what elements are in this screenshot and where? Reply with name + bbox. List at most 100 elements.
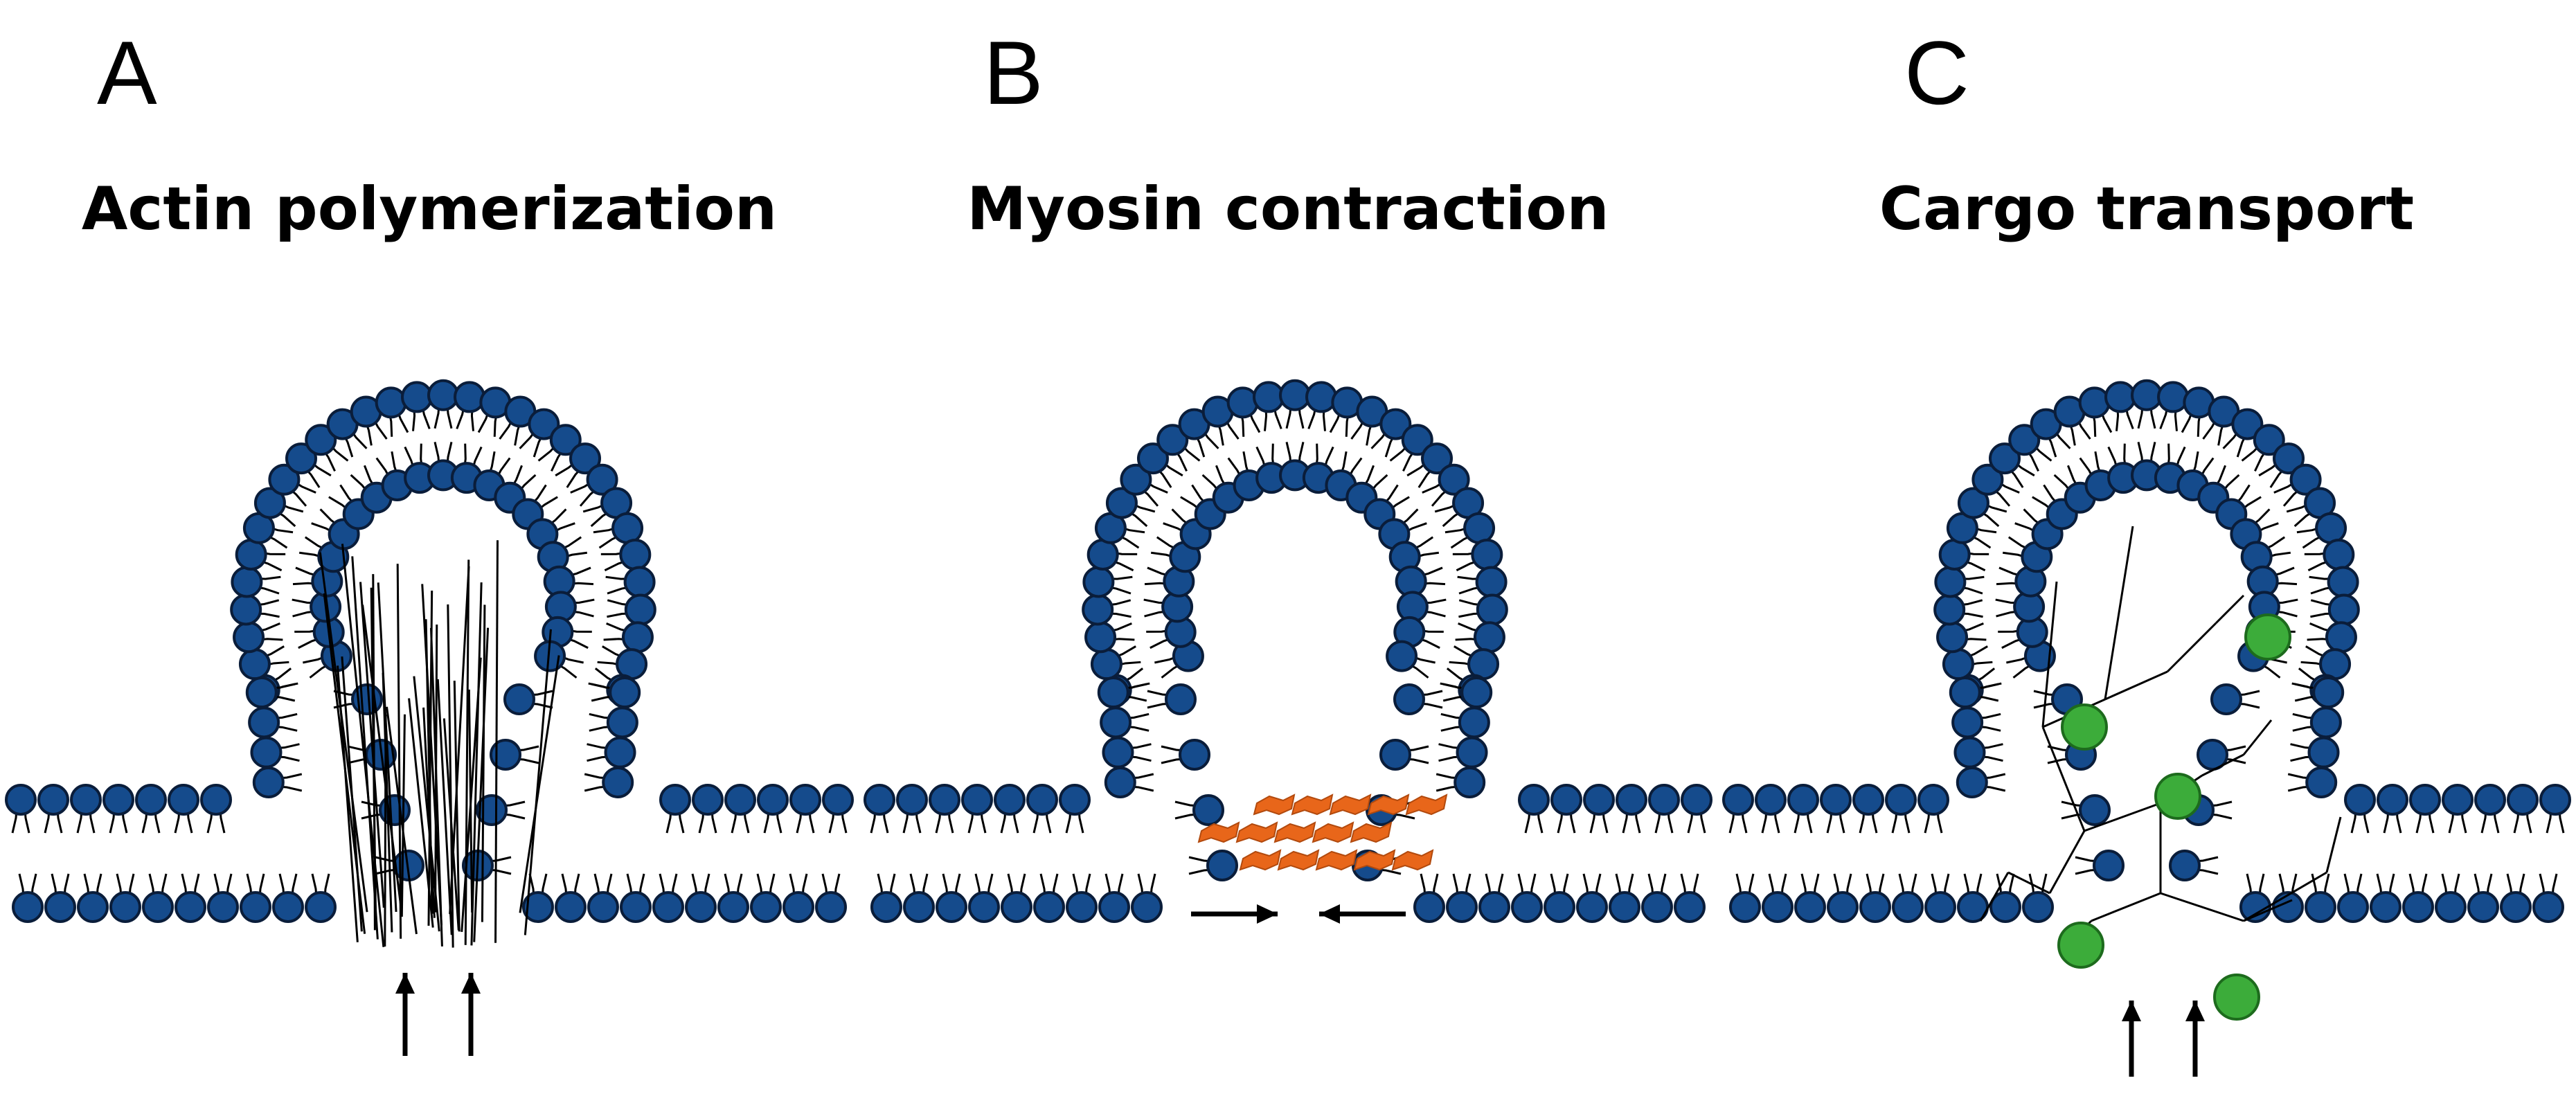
lipid-head	[12, 891, 44, 923]
lipid-head	[782, 891, 814, 923]
lipid-head	[2210, 683, 2242, 715]
lipid-head	[2325, 621, 2357, 654]
actin-branch	[2242, 719, 2273, 755]
actin-filament	[361, 604, 402, 909]
actin-branch	[2084, 802, 2161, 832]
actin-branch	[2041, 581, 2058, 728]
lipid-head	[1852, 784, 1884, 816]
cargo-transport-diagram	[1722, 379, 2571, 1077]
lipid-head	[1102, 736, 1134, 769]
arrow-head	[461, 973, 481, 994]
lipid-head	[1787, 784, 1819, 816]
lipid-head	[2467, 891, 2499, 923]
lipid-head	[1131, 891, 1163, 923]
myosin-filament	[1353, 849, 1396, 871]
lipid-head	[2327, 566, 2359, 598]
lipid-head	[1393, 683, 1425, 715]
lipid-head	[903, 891, 935, 923]
panel-title-actin: Actin polymerization	[81, 174, 778, 244]
lipid-head	[37, 784, 69, 816]
lipid-head	[1475, 566, 1508, 598]
lipid-head	[305, 424, 337, 456]
lipid-head	[1458, 706, 1490, 739]
lipid-head	[1755, 784, 1787, 816]
actin-filament	[386, 706, 418, 935]
actin-filament	[494, 540, 499, 943]
cargo-vesicle	[2244, 613, 2291, 661]
lipid-head	[231, 566, 263, 598]
lipid-head	[1090, 648, 1122, 681]
lipid-head	[1082, 593, 1114, 626]
lipid-head	[2539, 784, 2571, 816]
actin-filament	[467, 689, 474, 913]
lipid-head	[2500, 891, 2532, 923]
lipid-head	[248, 706, 280, 739]
actin-filament	[436, 679, 453, 935]
lipid-head	[240, 891, 271, 923]
lipid-head	[1305, 381, 1338, 413]
lipid-head	[109, 891, 141, 923]
lipid-head	[1136, 442, 1169, 475]
lipid-head	[1933, 593, 1966, 626]
actin-branch	[2048, 830, 2086, 894]
lipid-head	[2157, 381, 2190, 413]
lipid-head	[245, 676, 278, 708]
myosin-filament	[1329, 793, 1372, 816]
cargo-vesicles-icon	[2057, 613, 2291, 1021]
lipid-head	[1924, 891, 1956, 923]
lipid-head	[870, 891, 902, 923]
lipid-head	[1379, 739, 1411, 771]
cargo-vesicle	[2057, 922, 2104, 969]
lipid-head	[1460, 676, 1493, 708]
lipid-head	[1936, 621, 1969, 654]
lipid-head	[1729, 891, 1761, 923]
myosin-filament	[1315, 849, 1358, 871]
lipid-head	[1794, 891, 1826, 923]
actin-filament	[429, 627, 443, 947]
lipid-head	[490, 739, 521, 771]
lipid-head	[2327, 593, 2360, 626]
myosin-filament	[1291, 793, 1334, 816]
lipid-head	[2239, 891, 2271, 923]
lipid-head	[623, 566, 656, 598]
myosin-filament	[1197, 821, 1240, 843]
lipid-head	[619, 538, 652, 571]
lipid-head	[250, 736, 283, 769]
lipid-head	[238, 648, 271, 681]
actin-filament	[400, 714, 406, 917]
lipid-head	[1401, 424, 1433, 456]
lipid-head	[1001, 891, 1032, 923]
lipid-head	[685, 891, 717, 923]
lipid-head	[1192, 794, 1224, 826]
cargo-vesicle	[2061, 703, 2108, 751]
lipid-head	[1518, 784, 1550, 816]
lipid-head	[2305, 766, 2338, 798]
actin-branch	[2091, 892, 2161, 922]
lipid-head	[2307, 736, 2340, 769]
lipid-head	[253, 487, 286, 519]
actin-filament	[323, 593, 366, 934]
lipid-head	[2370, 891, 2401, 923]
push-arrows-icon	[2122, 1001, 2205, 1077]
lipid-head	[2078, 386, 2111, 419]
lipid-head	[724, 784, 756, 816]
lipid-head	[624, 593, 656, 626]
lipid-head	[5, 784, 37, 816]
lipid-head	[142, 891, 174, 923]
lipid-head	[2231, 408, 2264, 440]
myosin-filament	[1235, 821, 1278, 843]
panel-myosin-contraction: B Myosin contraction	[859, 0, 1717, 1112]
lipid-head	[611, 512, 644, 544]
lipid-head	[555, 891, 587, 923]
lipid-head	[620, 891, 652, 923]
actin-filament	[359, 582, 385, 908]
lipid-head	[1059, 784, 1091, 816]
lipid-head	[1105, 487, 1138, 519]
actin-filament	[351, 556, 379, 940]
actin-filament	[396, 564, 402, 939]
panel-letter-a: A	[97, 22, 157, 123]
actin-filament	[481, 604, 486, 922]
lipid-head	[2104, 381, 2136, 413]
panel-title-myosin: Myosin contraction	[967, 174, 1609, 244]
lipid-head	[268, 463, 301, 496]
